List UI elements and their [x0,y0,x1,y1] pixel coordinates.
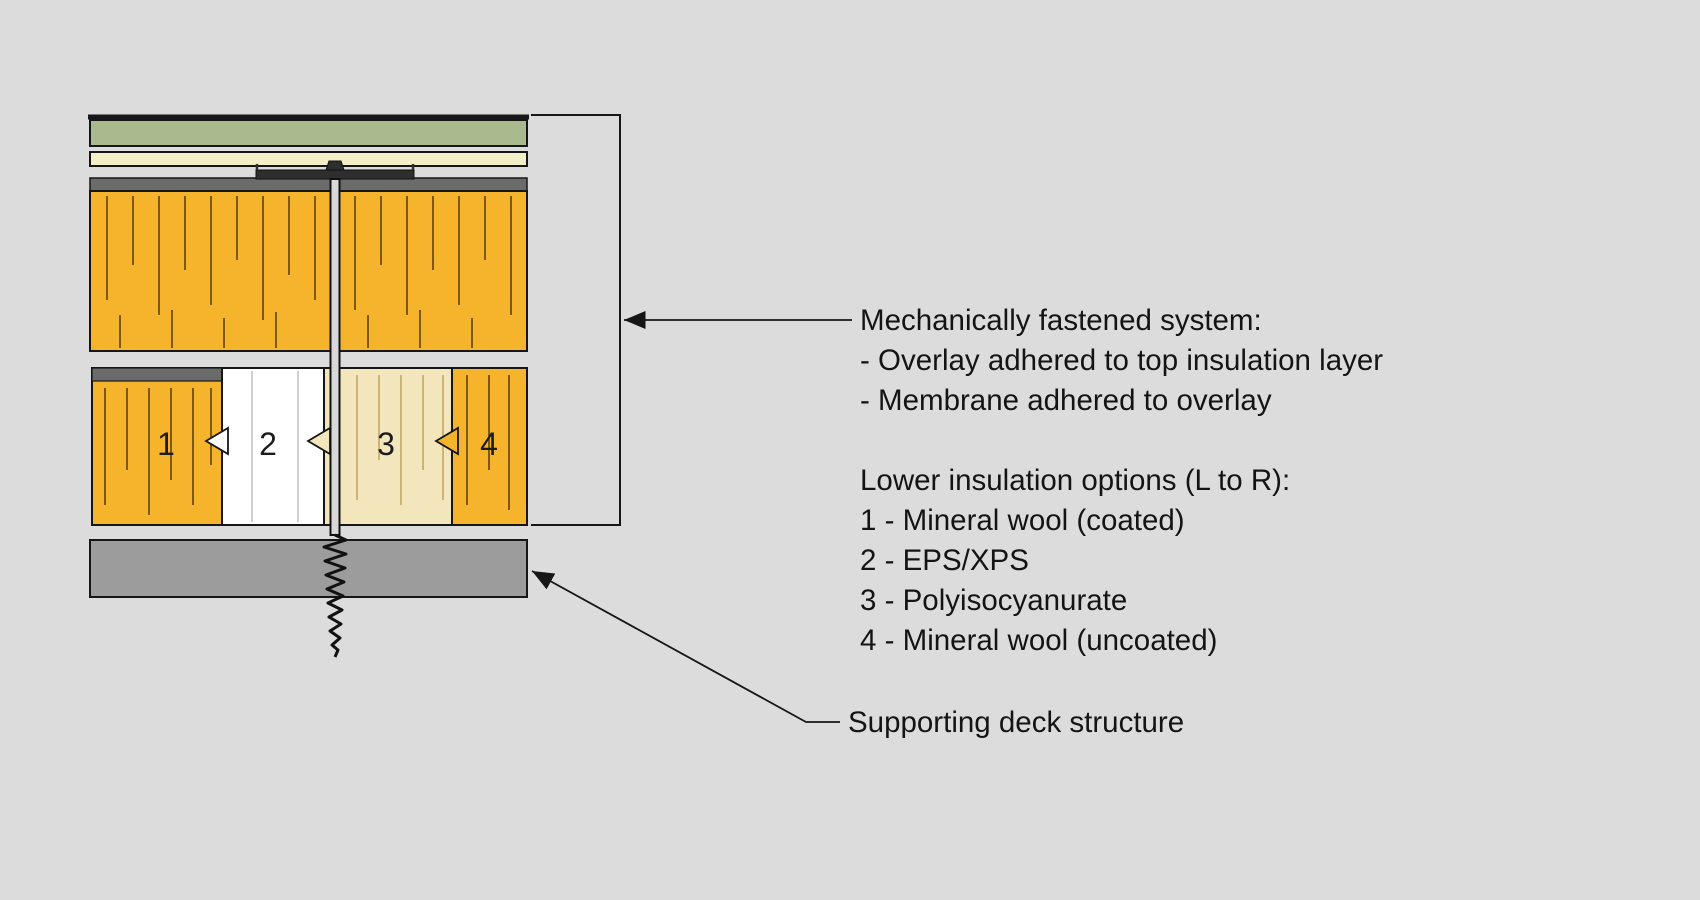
deck-label: Supporting deck structure [848,706,1185,739]
system-bullet-2: - Membrane adhered to overlay [860,384,1272,417]
annotation-block: Mechanically fastened system: - Overlay … [860,301,1383,661]
section-2-joints [251,371,299,522]
section-1-coating-strip [91,367,223,382]
section-4-hatch [466,375,510,510]
section-break-3-4 [434,368,459,525]
option-item-2: 2 - EPS/XPS [860,544,1029,577]
overlay-layer [89,151,528,167]
section-label-1: 1 [157,426,175,462]
top-insulation-layer [89,190,528,352]
spacer [860,421,1383,461]
section-label-4: 4 [480,426,498,462]
system-bracket [531,114,621,526]
screw-head [325,160,345,171]
section-label-2: 2 [259,426,277,462]
options-title: Lower insulation options (L to R): [860,464,1291,497]
screw-threads [322,533,348,658]
section-1-hatch [104,388,212,515]
deck-layer [89,539,528,598]
stress-plate-edges [255,164,415,170]
deck-leader-arrow [531,570,840,723]
system-bullet-1: - Overlay adhered to top insulation laye… [860,344,1384,377]
section-3-hatch [356,375,444,505]
option-item-3: 3 - Polyisocyanurate [860,584,1128,617]
section-break-1-2 [204,368,229,525]
screw-shaft [329,178,341,536]
option-item-1: 1 - Mineral wool (coated) [860,504,1185,537]
option-item-4: 4 - Mineral wool (uncoated) [860,624,1218,657]
system-title: Mechanically fastened system: [860,304,1262,337]
membrane-layer [89,119,528,147]
top-insulation-facer [89,177,528,192]
lower-insulation-section-1 [91,367,223,526]
stress-plate [255,169,415,180]
top-insulation-hatch [106,196,512,348]
fastener-screw [255,160,415,658]
section-label-3: 3 [377,426,395,462]
